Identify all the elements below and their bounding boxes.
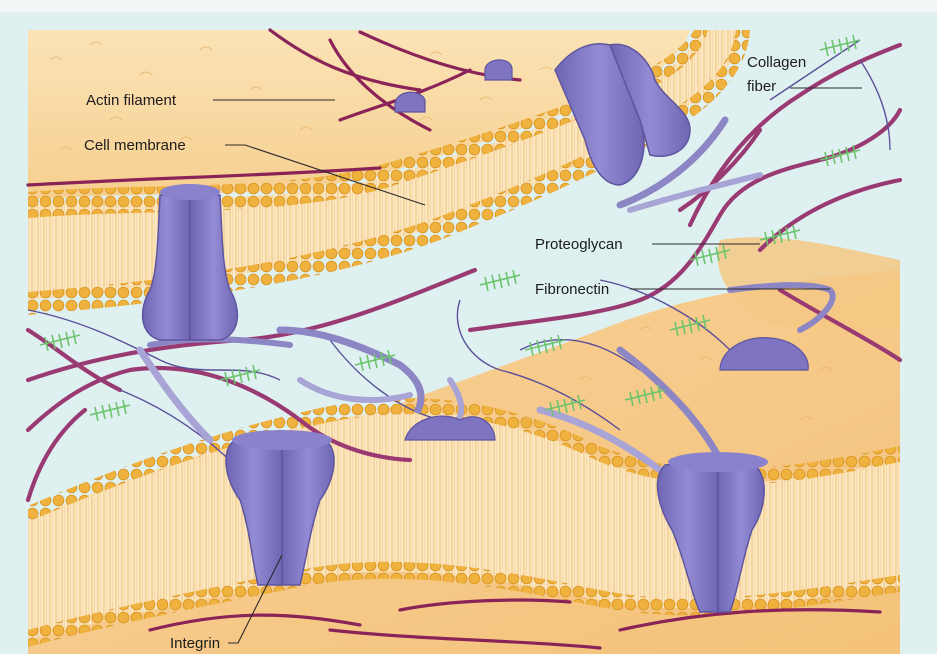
label-actin-text: Actin filament [86,92,177,109]
top-fade [0,0,937,12]
label-collagen-text-2: fiber [747,78,776,95]
label-collagen-text-1: Collagen [747,54,806,71]
label-integrin-text: Integrin [170,635,220,652]
label-fibronectin-text: Fibronectin [535,281,609,298]
label-proteoglycan-text: Proteoglycan [535,236,623,253]
label-membrane-text: Cell membrane [84,137,186,154]
